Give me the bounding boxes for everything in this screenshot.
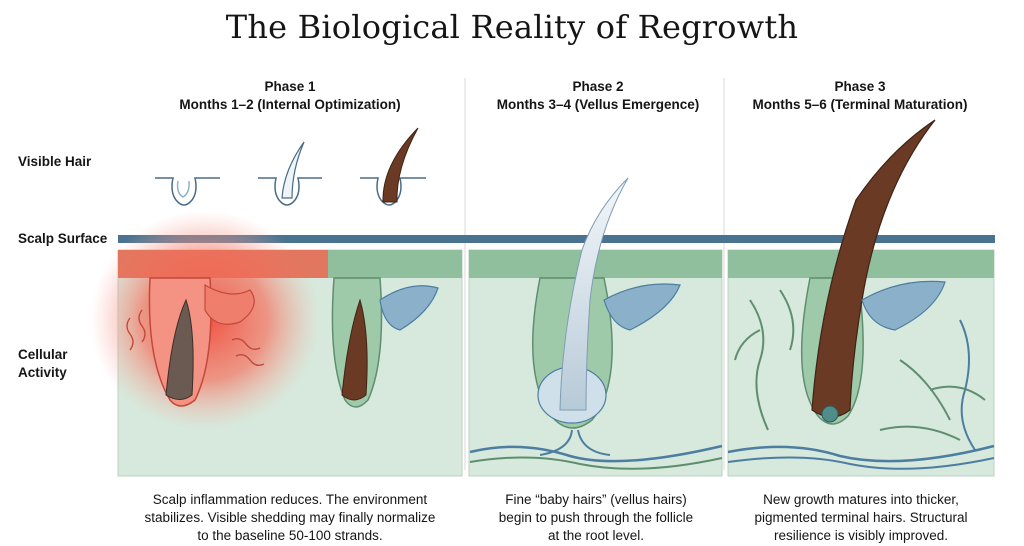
phase-1-description-line-1: Scalp inflammation reduces. The environm… [152, 492, 428, 507]
phase-3-terminal-follicle [727, 119, 995, 470]
phase-1-months: Months 1–2 (Internal Optimization) [179, 97, 401, 112]
row-label-cellular-activity: Cellular Activity [18, 346, 68, 382]
phase-1-name: Phase 1 [264, 79, 316, 94]
phase-2-description: Fine “baby hairs” (vellus hairs) begin t… [468, 491, 724, 545]
phase-3-description-line-1: New growth matures into thicker, [763, 492, 959, 507]
phase-3-months: Months 5–6 (Terminal Maturation) [752, 97, 968, 112]
row-label-cellular: Cellular [18, 347, 68, 362]
page-title: The Biological Reality of Regrowth [225, 8, 799, 46]
phase-2-description-line-1: Fine “baby hairs” (vellus hairs) [505, 492, 687, 507]
phase-2-vellus-follicle [469, 177, 723, 470]
phase-1-description-line-3: to the baseline 50-100 strands. [197, 528, 383, 543]
phase-2-name: Phase 2 [572, 79, 624, 94]
phase-3-name: Phase 3 [834, 79, 886, 94]
phase-3-description-line-3: resilience is visibly improved. [773, 528, 949, 543]
row-label-scalp-surface: Scalp Surface [18, 231, 108, 246]
phase-3-header: Phase 3 Months 5–6 (Terminal Maturation) [720, 78, 1000, 114]
scalp-surface-line [118, 235, 995, 243]
phase-1-header: Phase 1 Months 1–2 (Internal Optimizatio… [150, 78, 430, 114]
visible-hair-terminal-icon [360, 127, 426, 206]
phase-3-description-line-2: pigmented terminal hairs. Structural [754, 510, 968, 525]
phase-1-description-line-2: stabilizes. Visible shedding may finally… [144, 510, 436, 525]
phase-2-header: Phase 2 Months 3–4 (Vellus Emergence) [458, 78, 738, 114]
row-label-visible-hair: Visible Hair [18, 154, 92, 169]
phase-1-healthy-follicle [331, 277, 439, 408]
row-label-activity: Activity [18, 365, 67, 380]
phase-3-description: New growth matures into thicker, pigment… [726, 491, 996, 545]
phase-2-description-line-3: at the root level. [547, 528, 645, 543]
visible-hair-empty-follicle-icon [155, 177, 220, 206]
phase-1-description: Scalp inflammation reduces. The environm… [120, 491, 460, 545]
phase-1-inflamed-follicle [90, 210, 328, 430]
visible-hair-vellus-icon [258, 141, 322, 206]
phase-2-months: Months 3–4 (Vellus Emergence) [496, 97, 700, 112]
phase-2-description-line-2: begin to push through the follicle [498, 510, 694, 525]
